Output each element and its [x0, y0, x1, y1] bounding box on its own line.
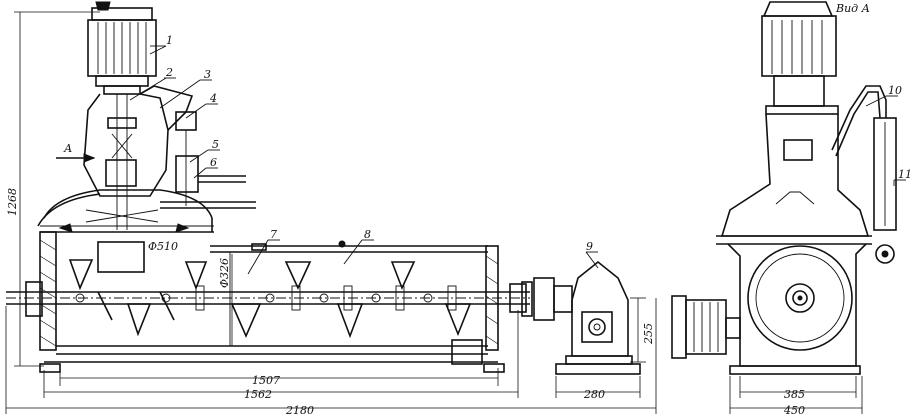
top-motor	[87, 1, 157, 95]
dimension-lines	[5, 11, 863, 414]
callout-10: 10	[888, 84, 902, 97]
hatched-walls	[39, 231, 499, 351]
end-view-drum	[727, 243, 867, 375]
dim-gearbox-width: 280	[583, 388, 605, 401]
end-view	[671, 1, 897, 375]
callout-2: 2	[165, 66, 173, 79]
callout-1: 1	[166, 34, 173, 47]
diameter-drum: Φ326	[218, 258, 231, 288]
pipe-and-meter	[831, 85, 897, 264]
dim-length-1507: 1507	[252, 374, 280, 387]
callout-7: 7	[270, 228, 277, 241]
callout-9: 9	[586, 240, 593, 253]
dim-base-450: 450	[783, 404, 805, 417]
leader-lines	[129, 45, 906, 275]
trough	[44, 240, 498, 365]
callout-8: 8	[364, 228, 371, 241]
end-view-housing	[716, 105, 872, 245]
callout-11: 11	[898, 168, 911, 181]
end-view-motor	[761, 1, 837, 107]
side-view	[6, 1, 641, 375]
dim-shaft-height: 255	[642, 323, 655, 345]
dome-vessel	[37, 189, 214, 273]
diameter-vessel: Φ510	[148, 240, 178, 253]
view-arrow-a	[56, 153, 96, 163]
paddles	[68, 259, 472, 339]
coupling	[521, 277, 573, 321]
upper-housing	[83, 85, 256, 230]
callout-4: 4	[209, 92, 217, 105]
dim-height-total: 1268	[6, 188, 19, 216]
callout-6: 6	[210, 156, 217, 169]
gearbox	[555, 260, 641, 375]
main-shaft	[6, 281, 530, 317]
side-motor	[671, 295, 741, 359]
callout-5: 5	[212, 138, 219, 151]
view-label: Вид А	[835, 2, 870, 15]
callout-3: 3	[204, 68, 211, 81]
arrow-label: А	[63, 142, 72, 155]
dim-length-1562: 1562	[244, 388, 272, 401]
dim-base-385: 385	[784, 388, 805, 401]
base-feet	[39, 363, 505, 373]
dim-length-2180: 2180	[285, 404, 314, 417]
